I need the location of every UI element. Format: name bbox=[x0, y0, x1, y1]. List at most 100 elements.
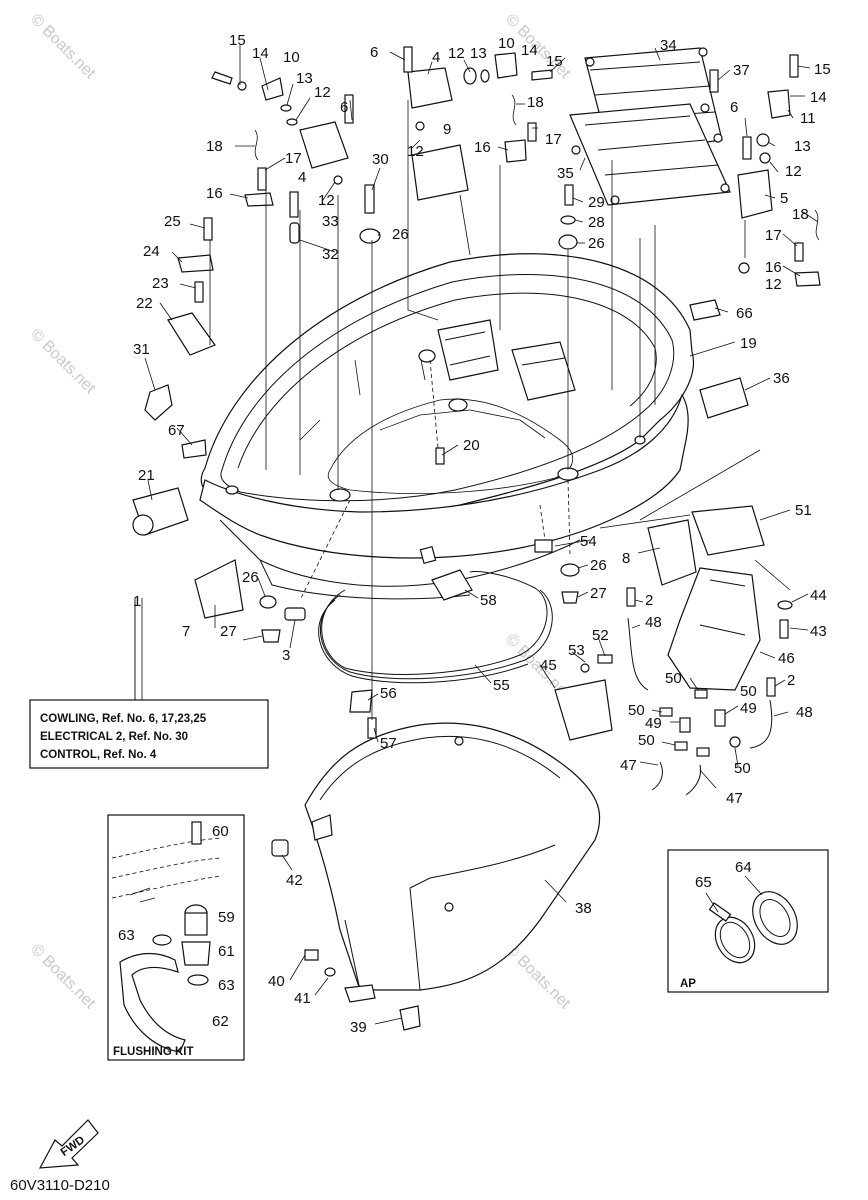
callout-18: 18 bbox=[527, 94, 544, 111]
callout-24: 24 bbox=[143, 243, 160, 260]
callout-50: 50 bbox=[638, 732, 655, 749]
callout-57: 57 bbox=[380, 735, 397, 752]
callout-40: 40 bbox=[268, 973, 285, 990]
callout-45: 45 bbox=[540, 657, 557, 674]
callout-42: 42 bbox=[286, 872, 303, 889]
callout-47: 47 bbox=[726, 790, 743, 807]
callout-64: 64 bbox=[735, 859, 752, 876]
callout-18: 18 bbox=[792, 206, 809, 223]
callout-15: 15 bbox=[814, 61, 831, 78]
watermark: © Boats.net bbox=[502, 941, 574, 1013]
callout-8: 8 bbox=[622, 550, 630, 567]
note-line: ELECTRICAL 2, Ref. No. 30 bbox=[40, 731, 188, 743]
callout-60: 60 bbox=[212, 823, 229, 840]
flushing-kit-label: FLUSHING KIT bbox=[113, 1046, 194, 1058]
callout-34: 34 bbox=[660, 37, 677, 54]
ap-label: AP bbox=[680, 978, 696, 990]
callout-26: 26 bbox=[590, 557, 607, 574]
callout-38: 38 bbox=[575, 900, 592, 917]
callout-49: 49 bbox=[645, 715, 662, 732]
callout-27: 27 bbox=[590, 585, 607, 602]
callout-54: 54 bbox=[580, 533, 597, 550]
callout-23: 23 bbox=[152, 275, 169, 292]
callout-36: 36 bbox=[773, 370, 790, 387]
callout-50: 50 bbox=[740, 683, 757, 700]
callout-1: 1 bbox=[133, 593, 141, 610]
callout-13: 13 bbox=[296, 70, 313, 87]
callout-16: 16 bbox=[206, 185, 223, 202]
callout-56: 56 bbox=[380, 685, 397, 702]
callout-19: 19 bbox=[740, 335, 757, 352]
diagram-code: 60V3110-D210 bbox=[10, 1177, 110, 1194]
callout-31: 31 bbox=[133, 341, 150, 358]
watermark: © Boats.net bbox=[27, 941, 99, 1013]
callout-2: 2 bbox=[787, 672, 795, 689]
callout-44: 44 bbox=[810, 587, 827, 604]
callout-59: 59 bbox=[218, 909, 235, 926]
callout-67: 67 bbox=[168, 422, 185, 439]
callout-48: 48 bbox=[796, 704, 813, 721]
callout-12: 12 bbox=[448, 45, 465, 62]
callout-27: 27 bbox=[220, 623, 237, 640]
callout-12: 12 bbox=[314, 84, 331, 101]
callout-39: 39 bbox=[350, 1019, 367, 1036]
gasket-seal bbox=[284, 571, 553, 684]
callout-63: 63 bbox=[118, 927, 135, 944]
callout-4: 4 bbox=[298, 169, 306, 186]
callout-6: 6 bbox=[730, 99, 738, 116]
callout-9: 9 bbox=[443, 121, 451, 138]
callout-62: 62 bbox=[212, 1013, 229, 1030]
small-parts bbox=[132, 46, 821, 1031]
callout-25: 25 bbox=[164, 213, 181, 230]
reference-note-box: COWLING, Ref. No. 6, 17,23,25 ELECTRICAL… bbox=[29, 600, 269, 769]
callout-50: 50 bbox=[734, 760, 751, 777]
callout-35: 35 bbox=[557, 165, 574, 182]
callout-41: 41 bbox=[294, 990, 311, 1007]
callout-10: 10 bbox=[283, 49, 300, 66]
ap-box: AP bbox=[667, 849, 829, 993]
note-line: COWLING, Ref. No. 6, 17,23,25 bbox=[40, 713, 207, 725]
callout-48: 48 bbox=[645, 614, 662, 631]
callout-26: 26 bbox=[392, 226, 409, 243]
callout-28: 28 bbox=[588, 214, 605, 231]
callout-50: 50 bbox=[665, 670, 682, 687]
cover-plate bbox=[569, 47, 731, 206]
callout-6: 6 bbox=[370, 44, 378, 61]
callout-37: 37 bbox=[733, 62, 750, 79]
callout-12: 12 bbox=[318, 192, 335, 209]
callout-53: 53 bbox=[568, 642, 585, 659]
callout-58: 58 bbox=[480, 592, 497, 609]
watermark: © Boats.net bbox=[27, 11, 99, 83]
callout-32: 32 bbox=[322, 246, 339, 263]
callout-26: 26 bbox=[588, 235, 605, 252]
callout-50: 50 bbox=[628, 702, 645, 719]
bottom-cowling bbox=[199, 253, 694, 600]
callout-43: 43 bbox=[810, 623, 827, 640]
callout-17: 17 bbox=[545, 131, 562, 148]
callout-3: 3 bbox=[282, 647, 290, 664]
callout-17: 17 bbox=[285, 150, 302, 167]
callout-14: 14 bbox=[252, 45, 269, 62]
callout-46: 46 bbox=[778, 650, 795, 667]
callout-14: 14 bbox=[810, 89, 827, 106]
note-line: CONTROL, Ref. No. 4 bbox=[40, 749, 157, 761]
callout-30: 30 bbox=[372, 151, 389, 168]
callout-33: 33 bbox=[322, 213, 339, 230]
callout-14: 14 bbox=[521, 42, 538, 59]
callout-4: 4 bbox=[432, 49, 440, 66]
callout-12: 12 bbox=[785, 163, 802, 180]
callout-61: 61 bbox=[218, 943, 235, 960]
callout-13: 13 bbox=[794, 138, 811, 155]
callout-12: 12 bbox=[765, 276, 782, 293]
callout-51: 51 bbox=[795, 502, 812, 519]
callout-20: 20 bbox=[463, 437, 480, 454]
flushing-kit-box: FLUSHING KIT bbox=[107, 814, 245, 1061]
callout-12: 12 bbox=[407, 143, 424, 160]
fwd-arrow-icon: FWD bbox=[38, 1119, 99, 1169]
watermark: © Boats.net bbox=[27, 326, 99, 398]
callout-29: 29 bbox=[588, 194, 605, 211]
callout-65: 65 bbox=[695, 874, 712, 891]
callout-22: 22 bbox=[136, 295, 153, 312]
callout-55: 55 bbox=[493, 677, 510, 694]
